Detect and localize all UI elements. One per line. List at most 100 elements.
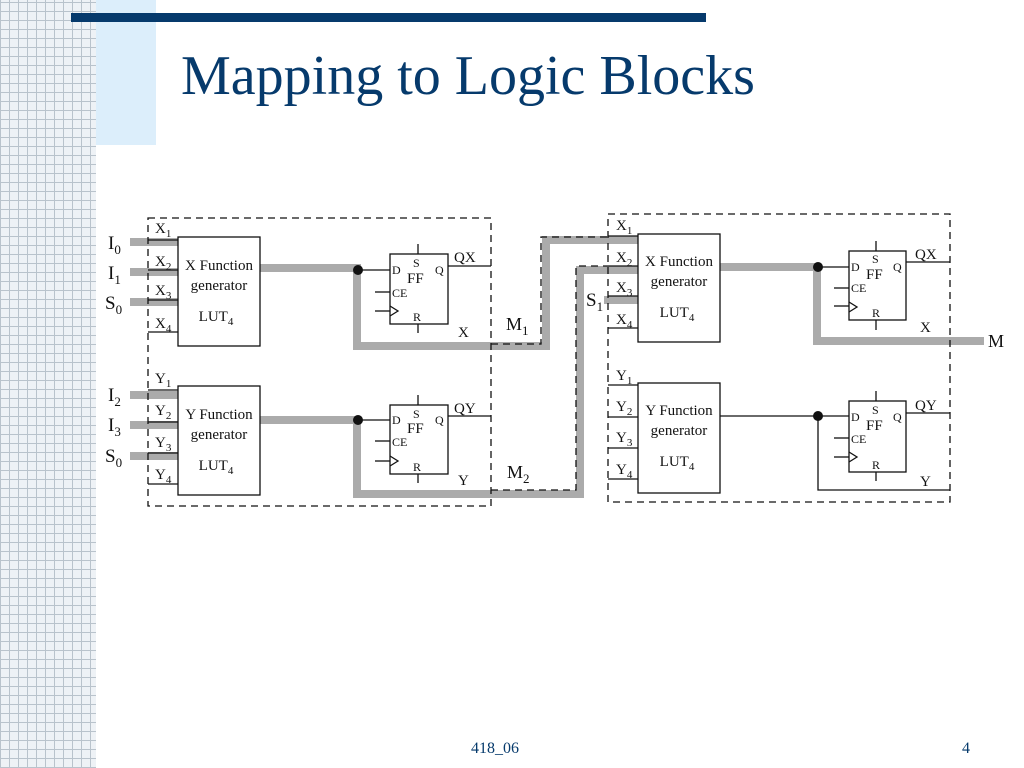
left-input-i2-label: I2 — [108, 385, 121, 409]
pin-subscript: 3 — [114, 424, 121, 439]
right-top-ff-r: R — [872, 306, 880, 320]
left-pin-x3-label: X3 — [155, 283, 172, 302]
right-x-pin-wires — [608, 235, 638, 329]
left-bottom-flip-flop — [389, 404, 449, 475]
left-input-s0-top-label: S0 — [105, 293, 122, 317]
left-bottom-ff-ff: FF — [407, 421, 424, 437]
pin-subscript: 1 — [597, 299, 604, 314]
right-top-ff-d: D — [851, 260, 860, 274]
pin-subscript: 4 — [689, 461, 695, 473]
m1-dashed-link — [491, 236, 608, 345]
title-rule — [71, 13, 706, 22]
left-y-function-generator — [177, 385, 261, 496]
left-x-gen-title: X Function — [185, 258, 253, 274]
right-ff-wiring — [720, 241, 950, 491]
signal-m2-label: M2 — [507, 462, 530, 486]
right-x-function-generator — [637, 233, 721, 343]
pin-subscript: 1 — [166, 378, 172, 390]
left-y-gen-type: LUT4 — [199, 458, 234, 477]
pin-subscript: 3 — [627, 437, 633, 449]
path-left-x-to-m1 — [260, 236, 640, 350]
left-bottom-out-y: Y — [458, 473, 469, 489]
left-y-junction-dot — [353, 415, 363, 425]
pin-subscript: 1 — [166, 228, 172, 240]
left-top-flip-flop — [389, 253, 449, 325]
pin-subscript: 2 — [627, 406, 633, 418]
left-top-ff-ce: CE — [392, 286, 407, 300]
left-pin-x1-label: X1 — [155, 221, 171, 240]
right-x-gen-title: X Function — [645, 254, 713, 270]
right-x-junction-dot — [813, 262, 823, 272]
right-bottom-clock-arrow — [848, 451, 859, 463]
footer-page-number: 4 — [962, 740, 970, 757]
m2-dashed-link — [491, 265, 608, 491]
left-input-i1-label: I1 — [108, 263, 121, 287]
pin-subscript: 1 — [627, 375, 633, 387]
left-top-clock-arrow — [389, 305, 400, 317]
right-y-gen-title: Y Function — [645, 403, 713, 419]
left-top-out-qx: QX — [454, 250, 476, 266]
right-x-gen-subtitle: generator — [651, 274, 708, 290]
right-pin-x4-label: X4 — [616, 312, 633, 331]
left-input-i0-label: I0 — [108, 233, 121, 257]
footer-course-code: 418_06 — [471, 740, 519, 757]
left-pin-y4-label: Y4 — [155, 467, 172, 486]
left-pin-y3-label: Y3 — [155, 435, 172, 454]
right-y-function-generator — [637, 382, 721, 494]
left-x-gen-type: LUT4 — [199, 309, 234, 328]
right-y-gen-subtitle: generator — [651, 423, 708, 439]
pin-subscript: 3 — [627, 287, 633, 299]
right-top-out-qx: QX — [915, 247, 937, 263]
right-bottom-ff-d: D — [851, 410, 860, 424]
left-top-ff-r: R — [413, 310, 421, 324]
left-top-ff-s: S — [413, 256, 420, 270]
pin-subscript: 1 — [114, 272, 121, 287]
pin-subscript: 1 — [627, 225, 633, 237]
signal-m-label: M — [988, 331, 1004, 351]
right-bottom-ff-q: Q — [893, 410, 902, 424]
pin-subscript: 4 — [228, 465, 234, 477]
right-pin-y2-label: Y2 — [616, 399, 632, 418]
signal-m1-label: M1 — [506, 314, 529, 338]
right-bottom-flip-flop — [848, 400, 907, 473]
pin-subscript: 4 — [228, 316, 234, 328]
path-left-y-to-m2 — [260, 266, 640, 498]
right-pin-x3-label: X3 — [616, 280, 633, 299]
right-bottom-ff-r: R — [872, 458, 880, 472]
left-y-pin-wires — [148, 389, 178, 485]
right-top-out-x: X — [920, 320, 931, 336]
left-bottom-ff-d: D — [392, 413, 401, 427]
right-bottom-ff-s: S — [872, 403, 879, 417]
pin-subscript: 2 — [166, 261, 172, 273]
background-grid-strip — [0, 0, 96, 768]
left-top-ff-q: Q — [435, 263, 444, 277]
right-bottom-ff-ce: CE — [851, 432, 866, 446]
pin-subscript: 4 — [166, 474, 172, 486]
pin-subscript: 4 — [627, 319, 633, 331]
pin-subscript: 3 — [166, 442, 172, 454]
left-bottom-clock-arrow — [389, 455, 400, 467]
right-top-ff-ce: CE — [851, 281, 866, 295]
right-pin-y4-label: Y4 — [616, 462, 633, 481]
pin-subscript: 0 — [116, 455, 123, 470]
pin-subscript: 2 — [166, 410, 172, 422]
path-right-x-to-m — [720, 263, 984, 345]
pin-subscript: 2 — [627, 257, 633, 269]
left-x-function-generator — [177, 236, 261, 347]
left-bottom-out-qy: QY — [454, 401, 476, 417]
right-y-junction-dot — [813, 411, 823, 421]
pin-subscript: 4 — [166, 323, 172, 335]
left-top-out-x: X — [458, 325, 469, 341]
right-pin-y1-label: Y1 — [616, 368, 632, 387]
left-x-junction-dot — [353, 265, 363, 275]
right-top-ff-s: S — [872, 252, 879, 266]
left-input-i3-label: I3 — [108, 415, 121, 439]
left-bottom-ff-r: R — [413, 460, 421, 474]
left-x-gen-subtitle: generator — [191, 278, 248, 294]
right-bottom-out-y: Y — [920, 474, 931, 490]
left-x-pin-wires — [148, 239, 178, 333]
slide-title: Mapping to Logic Blocks — [181, 45, 755, 107]
right-y-gen-type: LUT4 — [660, 454, 695, 473]
left-top-ff-d: D — [392, 263, 401, 277]
